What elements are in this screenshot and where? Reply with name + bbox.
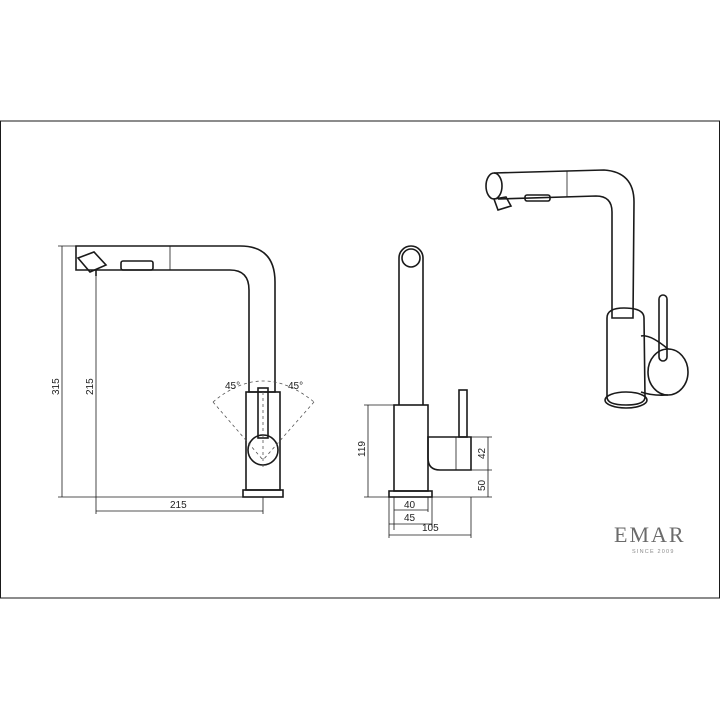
front-base (242, 489, 284, 498)
front-rotation-left (212, 401, 264, 461)
side-body-diameter-label: 45 (404, 513, 416, 524)
persp-spout-end (485, 172, 503, 200)
persp-nozzle (492, 196, 513, 211)
front-spout-outline (75, 245, 276, 393)
front-nozzle (76, 251, 108, 273)
side-handle-block (427, 436, 472, 471)
front-pullout-button (120, 260, 154, 271)
front-height-total-label: 315 (51, 378, 62, 395)
persp-body (606, 307, 646, 406)
side-base (388, 490, 433, 498)
persp-handle-knob (647, 348, 689, 396)
front-angle-right-label: 45° (288, 381, 303, 392)
persp-base (604, 391, 648, 409)
persp-handle-body (640, 334, 669, 396)
side-spout-tube (398, 245, 424, 405)
brand-logo: EMAR SINCE 2009 (614, 522, 686, 555)
brand-tagline: SINCE 2009 (632, 549, 675, 555)
side-handle-offset-label: 50 (477, 479, 488, 491)
side-base-diameter-label: 40 (404, 500, 416, 511)
front-height-spout-label: 215 (85, 378, 96, 395)
side-spout-top (401, 248, 421, 268)
side-body (393, 404, 429, 492)
front-angle-left-label: 45° (225, 381, 240, 392)
drawing-border (0, 120, 720, 599)
side-height-body-label: 119 (357, 441, 368, 457)
side-handle-height-label: 42 (477, 447, 488, 459)
front-reach-label: 215 (170, 500, 187, 511)
persp-pullout-button (524, 194, 551, 202)
side-depth-total-label: 105 (422, 523, 439, 534)
front-rotation-arc (212, 380, 315, 403)
side-view: 119 42 50 40 45 105 (357, 245, 492, 538)
perspective-view (485, 169, 689, 409)
persp-handle-lever (658, 294, 668, 362)
front-handle-lever (257, 387, 269, 439)
side-handle-lever (458, 389, 468, 438)
front-view: 45° 45° 315 215 215 (51, 245, 315, 514)
persp-spout (493, 169, 635, 319)
brand-name: EMAR (614, 522, 686, 547)
front-rotation-right (262, 401, 315, 461)
